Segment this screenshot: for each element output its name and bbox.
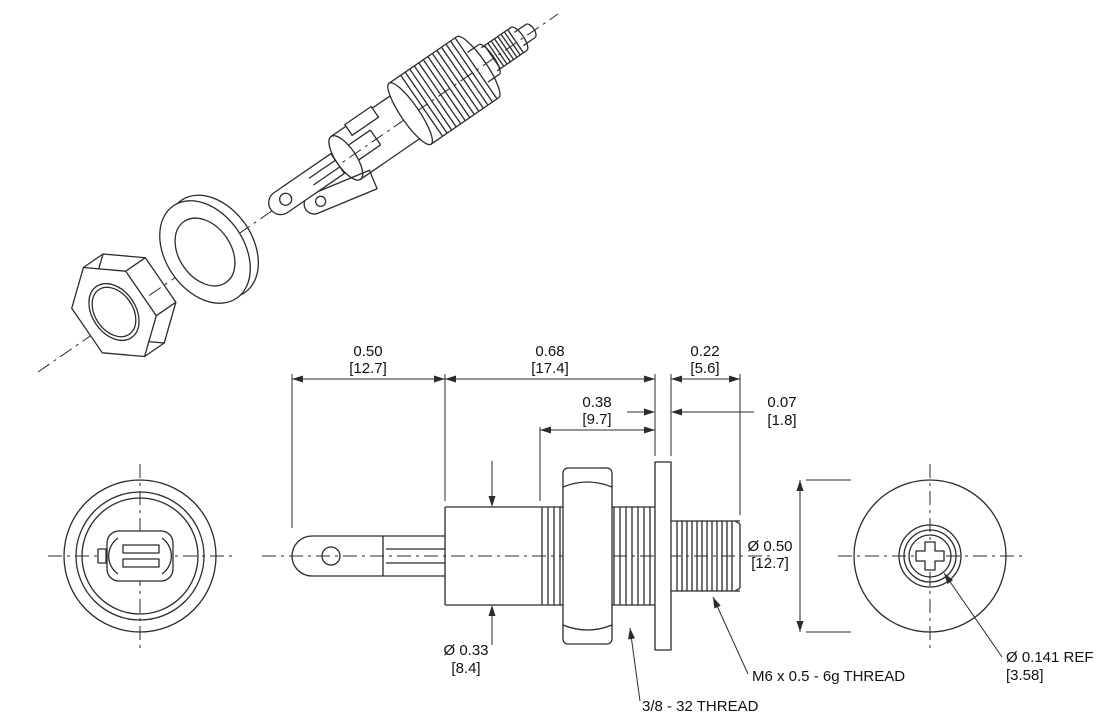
stud-exploded [480, 23, 537, 72]
dim-body-length: 0.68 [17.4] [445, 343, 656, 456]
washer [141, 178, 277, 320]
dim-flange-in: 0.07 [767, 394, 796, 411]
stud-threads [676, 521, 733, 591]
hex-nut [56, 235, 191, 375]
dim-bushing-mm: [9.7] [582, 411, 611, 428]
dim-bodydia-mm: [8.4] [451, 660, 480, 677]
front-end-view [48, 464, 232, 648]
note-bushing-thread-label: 3/8 - 32 THREAD [642, 698, 759, 715]
dim-bushing-in: 0.38 [582, 394, 611, 411]
sleeve-shell [328, 91, 426, 181]
exploded-view [37, 13, 559, 375]
dim-pin-mm: [12.7] [349, 360, 387, 377]
dimensions: 0.50 [12.7] 0.68 [17.4] 0.22 [5.6] [291, 343, 1094, 715]
dim-body-in: 0.68 [535, 343, 564, 360]
hex-nut-side [562, 467, 613, 645]
solder-lug-1 [268, 153, 346, 216]
exploded-centerline [37, 13, 559, 373]
dim-stud-in: 0.22 [690, 343, 719, 360]
dim-facedia-mm: [12.7] [751, 555, 789, 572]
note-stud-thread: M6 x 0.5 - 6g THREAD [712, 596, 905, 685]
dim-facedia-in: Ø 0.50 [747, 538, 792, 555]
dim-socketdia-in: Ø 0.141 REF [1006, 649, 1094, 666]
rear-contact-cross [915, 541, 945, 571]
stud-ribs [484, 29, 525, 69]
note-bushing-thread: 3/8 - 32 THREAD [628, 627, 759, 715]
dim-face-diameter: Ø 0.50 [12.7] [747, 479, 851, 633]
dim-flange-mm: [1.8] [767, 412, 796, 429]
rear-end-view [838, 464, 1022, 648]
stud-side [671, 520, 741, 592]
note-stud-thread-label: M6 x 0.5 - 6g THREAD [752, 668, 905, 685]
dim-body-diameter: Ø 0.33 [8.4] [443, 461, 496, 677]
barrel-ribs [400, 37, 498, 137]
dim-bodydia-in: Ø 0.33 [443, 642, 488, 659]
connector-body [268, 23, 537, 216]
body-barrel [444, 506, 655, 606]
dim-pin-in: 0.50 [353, 343, 382, 360]
dim-stud-mm: [5.6] [690, 360, 719, 377]
dim-socket-diameter: Ø 0.141 REF [3.58] [943, 572, 1094, 684]
front-contact-block [106, 530, 174, 582]
side-view [262, 461, 772, 651]
dim-flange-thickness: 0.07 [1.8] [627, 394, 797, 429]
dim-stud-length: 0.22 [5.6] [670, 343, 741, 515]
knurled-barrel [387, 35, 501, 146]
dim-body-mm: [17.4] [531, 360, 569, 377]
dim-pin-length: 0.50 [12.7] [291, 343, 446, 528]
neck [467, 43, 501, 83]
tip-pin [291, 535, 445, 577]
dim-socketdia-mm: [3.58] [1006, 667, 1044, 684]
dim-bushing-length: 0.38 [9.7] [539, 394, 655, 501]
washer-side [654, 461, 672, 651]
